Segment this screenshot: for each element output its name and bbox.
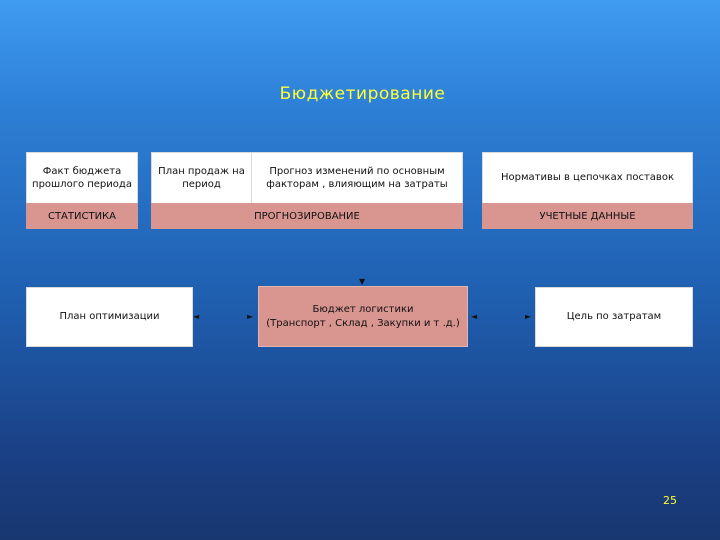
- page-number: 25: [663, 494, 677, 507]
- accounting-data-label: УЧЕТНЫЕ ДАННЫЕ: [539, 210, 636, 222]
- logistics-budget-box: Бюджет логистики (Транспорт , Склад , За…: [258, 286, 468, 347]
- forecast-group-box: План продаж на период Прогноз изменений …: [151, 152, 463, 204]
- optimization-plan-box: План оптимизации: [26, 287, 193, 347]
- standards-label: Нормативы в цепочках поставок: [501, 172, 674, 184]
- fact-budget-label: Факт бюджета прошлого периода: [32, 165, 132, 191]
- logistics-budget-details: (Транспорт , Склад , Закупки и т .д.): [266, 317, 460, 329]
- statistics-band: СТАТИСТИКА: [26, 203, 138, 229]
- forecasting-label: ПРОГНОЗИРОВАНИЕ: [254, 210, 360, 222]
- slide-title: Бюджетирование: [279, 84, 446, 104]
- arrow-left-icon: ◄: [193, 312, 200, 321]
- optimization-plan-label: План оптимизации: [59, 311, 160, 323]
- cost-target-label: Цель по затратам: [566, 311, 662, 323]
- statistics-label: СТАТИСТИКА: [47, 210, 117, 222]
- arrow-left-icon: ◄: [471, 312, 478, 321]
- fact-budget-box: Факт бюджета прошлого периода: [26, 152, 138, 204]
- forecasting-band: ПРОГНОЗИРОВАНИЕ: [151, 203, 463, 229]
- arrow-right-icon: ►: [247, 312, 254, 321]
- factor-forecast-label: Прогноз изменений по основным факторам ,…: [266, 165, 448, 191]
- arrow-down-icon: ▼: [359, 277, 366, 286]
- logistics-budget-title: Бюджет логистики: [312, 304, 414, 315]
- cost-target-box: Цель по затратам: [535, 287, 693, 347]
- standards-box: Нормативы в цепочках поставок: [482, 152, 693, 204]
- sales-plan-label: План продаж на период: [158, 165, 245, 191]
- accounting-data-band: УЧЕТНЫЕ ДАННЫЕ: [482, 203, 693, 229]
- arrow-right-icon: ►: [525, 312, 532, 321]
- sales-plan-cell: План продаж на период: [152, 153, 252, 203]
- factor-forecast-cell: Прогноз изменений по основным факторам ,…: [252, 153, 462, 203]
